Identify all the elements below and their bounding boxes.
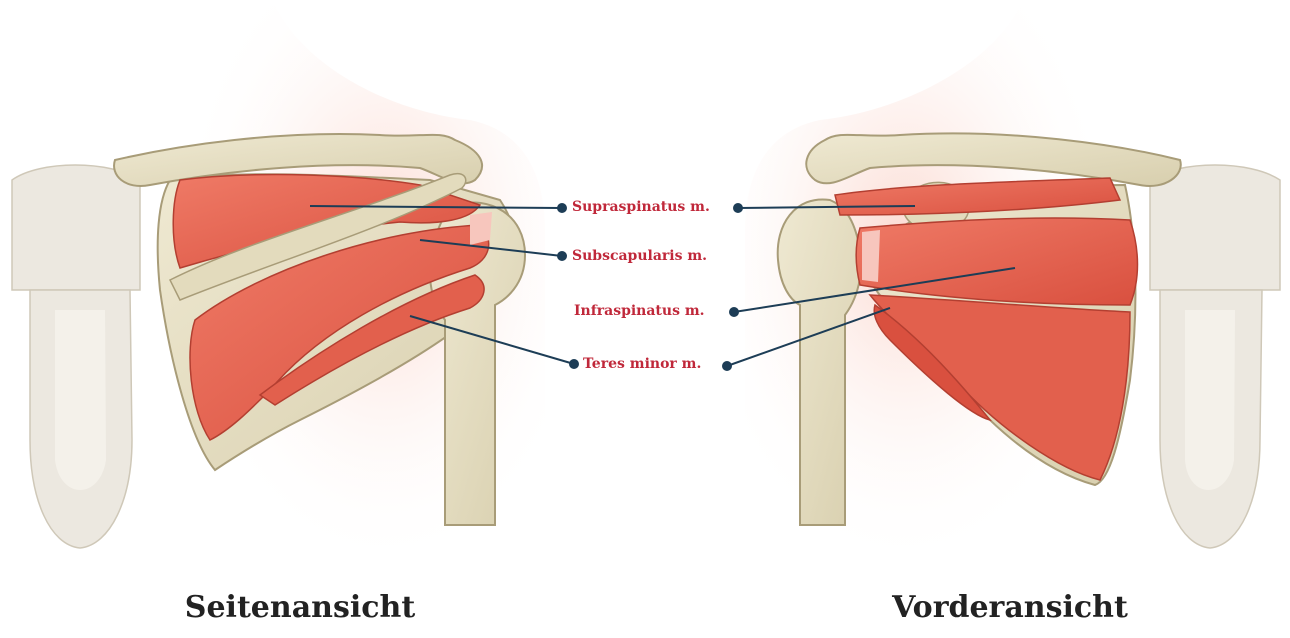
dot-supraspinatus-right	[734, 204, 742, 212]
right-shoulder-view	[745, 5, 1280, 548]
dot-subscapularis	[558, 252, 566, 260]
label-supraspinatus: Supraspinatus m.	[572, 199, 710, 215]
right-vertebral-column	[1150, 165, 1280, 548]
caption-right-view: Vorderansicht	[860, 590, 1160, 625]
left-shoulder-view	[12, 5, 545, 548]
label-teres-minor: Teres minor m.	[583, 356, 701, 372]
dot-teres-minor-right	[723, 362, 731, 370]
dot-supraspinatus-left	[558, 204, 566, 212]
dot-teres-minor-left	[570, 360, 578, 368]
right-tendon-highlight	[862, 230, 880, 282]
label-subscapularis: Subscapularis m.	[572, 248, 707, 264]
dot-infraspinatus	[730, 308, 738, 316]
label-infraspinatus: Infraspinatus m.	[574, 303, 705, 319]
left-tendon-highlight	[470, 212, 492, 245]
caption-left-view: Seitenansicht	[150, 590, 450, 625]
left-vertebral-column	[12, 165, 140, 548]
